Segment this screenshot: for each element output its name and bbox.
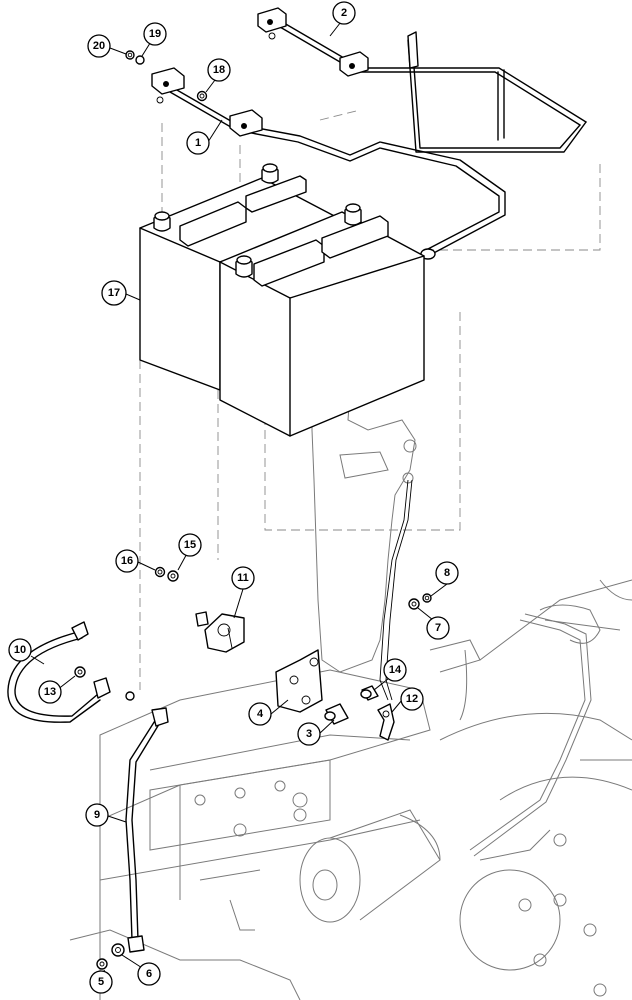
callout-18: 18 [207, 58, 231, 82]
svg-text:13: 13 [44, 686, 56, 698]
nut-8 [422, 593, 432, 603]
starter-cable [379, 479, 413, 701]
solenoid-11 [195, 611, 245, 653]
svg-text:6: 6 [146, 968, 152, 980]
battery-cable-2 [257, 7, 587, 153]
callout-15: 15 [178, 533, 202, 557]
transmission-pipe [469, 613, 592, 857]
bracket-4 [275, 649, 323, 713]
svg-text:8: 8 [444, 567, 450, 579]
svg-text:15: 15 [184, 539, 196, 551]
callout-17: 17 [101, 280, 127, 306]
callout-7: 7 [426, 616, 450, 640]
nut-13 [74, 666, 86, 678]
callout-10: 10 [8, 638, 32, 662]
svg-text:7: 7 [435, 622, 441, 634]
terminal-12 [377, 703, 395, 741]
engine-background [69, 160, 632, 1000]
nut-20 [125, 50, 135, 60]
callout-16: 16 [115, 549, 139, 573]
bolt-3 [324, 703, 349, 725]
callout-5: 5 [89, 970, 113, 994]
svg-text:1: 1 [195, 137, 201, 149]
callout-14: 14 [383, 658, 407, 682]
callout-20: 20 [87, 34, 111, 58]
svg-text:2: 2 [341, 7, 347, 19]
svg-text:18: 18 [213, 64, 225, 76]
battery-right [219, 203, 425, 437]
svg-text:20: 20 [93, 40, 105, 52]
callout-4: 4 [248, 702, 272, 726]
svg-text:3: 3 [306, 728, 312, 740]
svg-text:4: 4 [257, 708, 264, 720]
battery-cable-1 [151, 67, 506, 260]
callout-12: 12 [400, 687, 424, 711]
svg-text:16: 16 [121, 555, 133, 567]
washer-6 [111, 943, 125, 957]
bolt-14 [360, 685, 379, 701]
ground-cable-9 [125, 707, 169, 953]
callout-9: 9 [85, 803, 109, 827]
svg-text:19: 19 [149, 28, 161, 40]
callout-8: 8 [435, 561, 459, 585]
svg-text:12: 12 [406, 693, 418, 705]
callout-11: 11 [231, 566, 255, 590]
svg-text:9: 9 [94, 809, 100, 821]
nut-16 [154, 566, 166, 578]
callouts: 1 2 3 4 5 6 7 8 [8, 1, 459, 994]
nut-18 [196, 90, 208, 102]
svg-text:11: 11 [237, 572, 249, 584]
callout-13: 13 [38, 680, 62, 704]
callout-19: 19 [143, 22, 167, 46]
svg-text:17: 17 [108, 287, 120, 299]
svg-text:10: 10 [14, 644, 26, 656]
callout-leaders [30, 17, 448, 979]
washer-small [125, 691, 135, 701]
nut-5 [96, 958, 108, 970]
svg-text:5: 5 [98, 976, 104, 988]
callout-3: 3 [297, 722, 321, 746]
callout-2: 2 [332, 1, 356, 25]
washer-19 [135, 55, 145, 65]
callout-1: 1 [186, 131, 210, 155]
washer-15 [167, 570, 179, 582]
callout-6: 6 [137, 962, 161, 986]
svg-text:14: 14 [389, 664, 402, 676]
ground-strap-10 [7, 621, 111, 723]
washer-7 [408, 598, 420, 610]
